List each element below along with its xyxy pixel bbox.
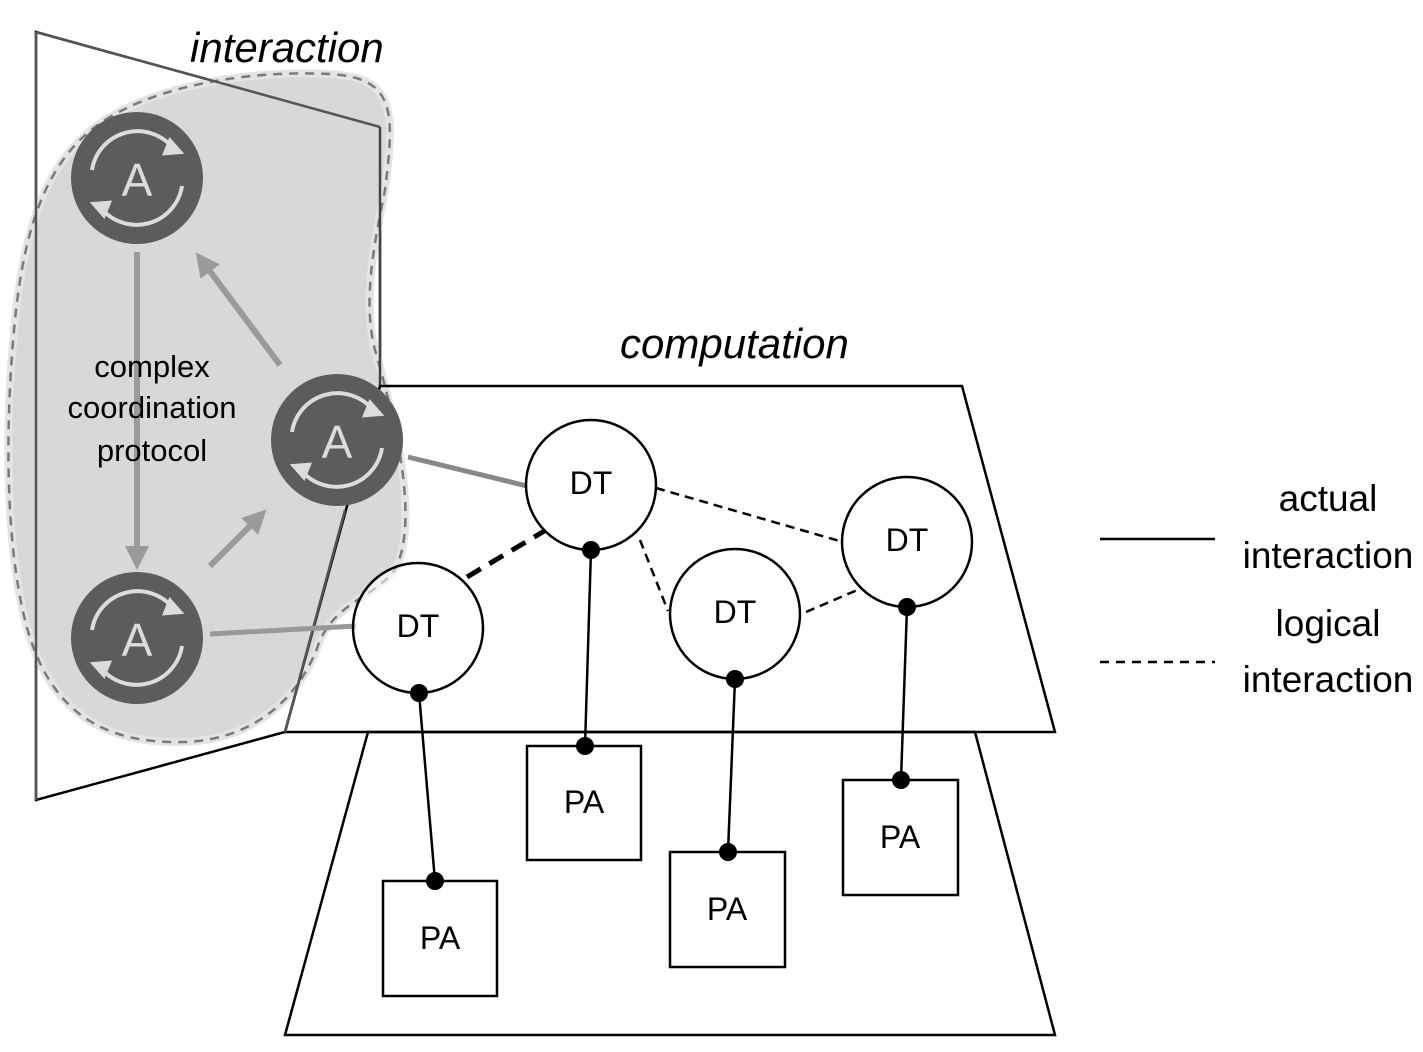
digital-twin-node[interactable]: DT bbox=[524, 418, 658, 559]
legend-actual-label-1: actual bbox=[1279, 478, 1378, 519]
logical-edge-dt3-dt4 bbox=[805, 586, 863, 614]
physical-asset-node[interactable]: PA bbox=[841, 771, 960, 897]
physical-asset-node[interactable]: PA bbox=[668, 843, 787, 969]
agent-label: A bbox=[122, 154, 153, 206]
logical-edge-dt1-dt3 bbox=[638, 539, 670, 612]
digital-twin-node[interactable]: DT bbox=[668, 547, 802, 688]
legend-logical-label-1: logical bbox=[1276, 603, 1381, 644]
connector-dot bbox=[898, 598, 916, 616]
connector-dot bbox=[726, 670, 744, 688]
legend-logical-label-2: interaction bbox=[1243, 659, 1414, 700]
computation-plane-left-edge-inner bbox=[283, 509, 347, 733]
agent-label: A bbox=[122, 614, 153, 666]
link-dt3-pa bbox=[726, 678, 737, 853]
physical-asset-label: PA bbox=[707, 891, 748, 927]
interaction-plane-top-edge bbox=[35, 30, 381, 129]
protocol-label-line-2: coordination bbox=[68, 390, 237, 425]
link-dt2-pa bbox=[417, 692, 437, 882]
connector-dot bbox=[576, 737, 594, 755]
physical-asset-node[interactable]: PA bbox=[525, 737, 643, 862]
digital-twin-node[interactable]: DT bbox=[840, 475, 974, 616]
digital-twin-label: DT bbox=[397, 608, 440, 644]
connector-dot bbox=[426, 872, 444, 890]
interaction-plane-title: interaction bbox=[190, 24, 384, 71]
legend: actual interaction logical interaction bbox=[1100, 478, 1413, 700]
physical-plane bbox=[283, 730, 1057, 1037]
digital-twin-label: DT bbox=[886, 522, 929, 558]
connector-dot bbox=[582, 541, 600, 559]
connector-dot bbox=[719, 843, 737, 861]
connector-dot bbox=[892, 771, 910, 789]
logical-edge-dt1-dt4 bbox=[655, 486, 844, 544]
link-dt1-pa bbox=[583, 549, 593, 747]
physical-asset-label: PA bbox=[564, 784, 605, 820]
connector-dot bbox=[410, 684, 428, 702]
physical-asset-label: PA bbox=[420, 920, 461, 956]
protocol-label-line-1: complex bbox=[94, 349, 210, 384]
physical-asset-label: PA bbox=[880, 819, 921, 855]
logical-edge-dt1-dt2 bbox=[465, 527, 548, 580]
link-dt4-pa bbox=[899, 606, 909, 781]
digital-twin-node[interactable]: DT bbox=[351, 561, 485, 702]
legend-actual-label-2: interaction bbox=[1243, 535, 1414, 576]
computation-plane-title: computation bbox=[620, 320, 849, 367]
coordination-arrow-a2-a1 bbox=[195, 252, 283, 367]
coordination-arrow-a3-a2 bbox=[207, 509, 267, 569]
protocol-label-line-3: protocol bbox=[97, 433, 207, 468]
agent-label: A bbox=[322, 416, 353, 468]
agent-node[interactable]: A bbox=[271, 374, 403, 506]
physical-asset-node[interactable]: PA bbox=[381, 872, 499, 998]
digital-twin-label: DT bbox=[570, 465, 613, 501]
coordination-blob-outline bbox=[7, 72, 407, 744]
digital-twin-label: DT bbox=[714, 594, 757, 630]
agent-node[interactable]: A bbox=[71, 572, 203, 704]
agent-node[interactable]: A bbox=[71, 112, 203, 244]
edge-a2-dt1 bbox=[407, 454, 528, 489]
edge-a3-dt2 bbox=[209, 623, 357, 637]
